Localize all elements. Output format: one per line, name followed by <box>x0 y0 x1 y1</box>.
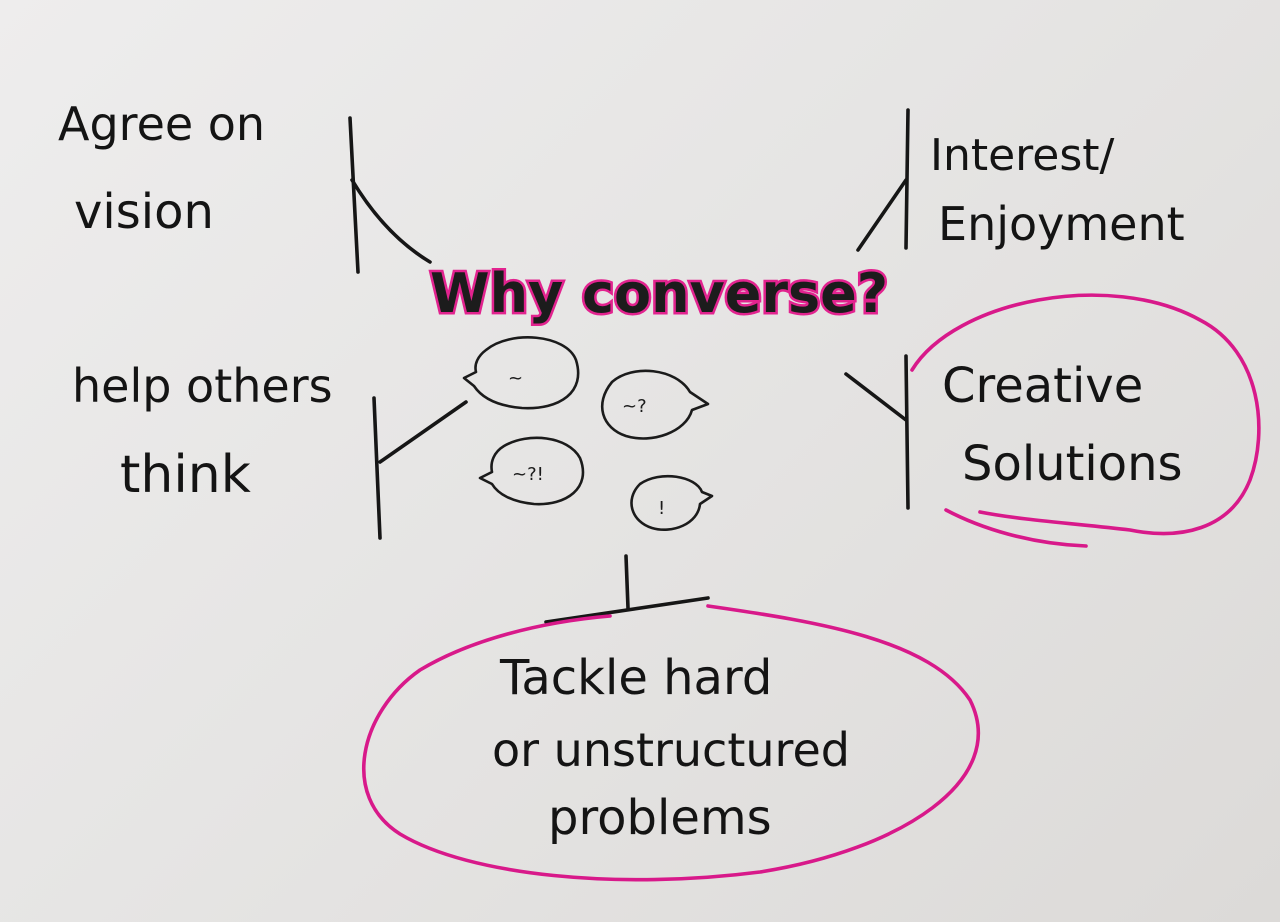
connector-tackle-horizontal <box>544 596 710 624</box>
label-tackle-line-3: problems <box>548 790 772 846</box>
label-interest-line-2: Enjoyment <box>938 197 1185 251</box>
highlight-circle-creative <box>910 293 1261 536</box>
speech-bubble-4: ! <box>630 474 714 531</box>
connector-tackle-vertical <box>624 554 630 610</box>
speech-bubble-text: ~?! <box>512 464 544 485</box>
connector-help-diagonal <box>378 400 468 464</box>
connector-creative-vertical <box>904 354 910 510</box>
label-interest-line-1: Interest/ <box>930 130 1115 181</box>
label-tackle-line-1: Tackle hard <box>499 650 772 706</box>
speech-bubble-text: ~ <box>508 368 523 389</box>
speech-bubble-3: ~?! <box>478 436 585 506</box>
speech-bubble-outline <box>630 474 714 531</box>
connector-help-vertical <box>372 396 382 540</box>
speech-bubble-outline <box>462 336 580 410</box>
label-help-line-1: help others <box>72 359 333 413</box>
speech-bubble-outline <box>600 369 710 440</box>
connector-creative-diagonal <box>844 372 908 422</box>
label-agree-line-2: vision <box>74 184 214 240</box>
highlight-circle-tackle <box>362 604 981 882</box>
central-question: Why converse? <box>430 262 888 325</box>
speech-bubble-2: ~? <box>600 369 710 440</box>
label-creative-line-1: Creative <box>942 358 1143 414</box>
highlight-circle-creative-tail <box>944 508 1088 548</box>
speech-bubble-1: ~ <box>462 336 580 410</box>
label-agree-line-1: Agree on <box>58 97 265 151</box>
speech-bubble-text: ! <box>658 498 665 519</box>
connector-agree-diagonal <box>350 178 432 264</box>
speech-bubble-text: ~? <box>622 396 647 417</box>
connector-agree-vertical <box>348 116 360 274</box>
connector-interest-diagonal <box>856 178 908 252</box>
label-tackle-line-2: or unstructured <box>492 723 850 777</box>
label-creative-line-2: Solutions <box>962 436 1183 492</box>
speech-bubble-outline <box>478 436 585 506</box>
label-help-line-2: think <box>120 445 251 505</box>
